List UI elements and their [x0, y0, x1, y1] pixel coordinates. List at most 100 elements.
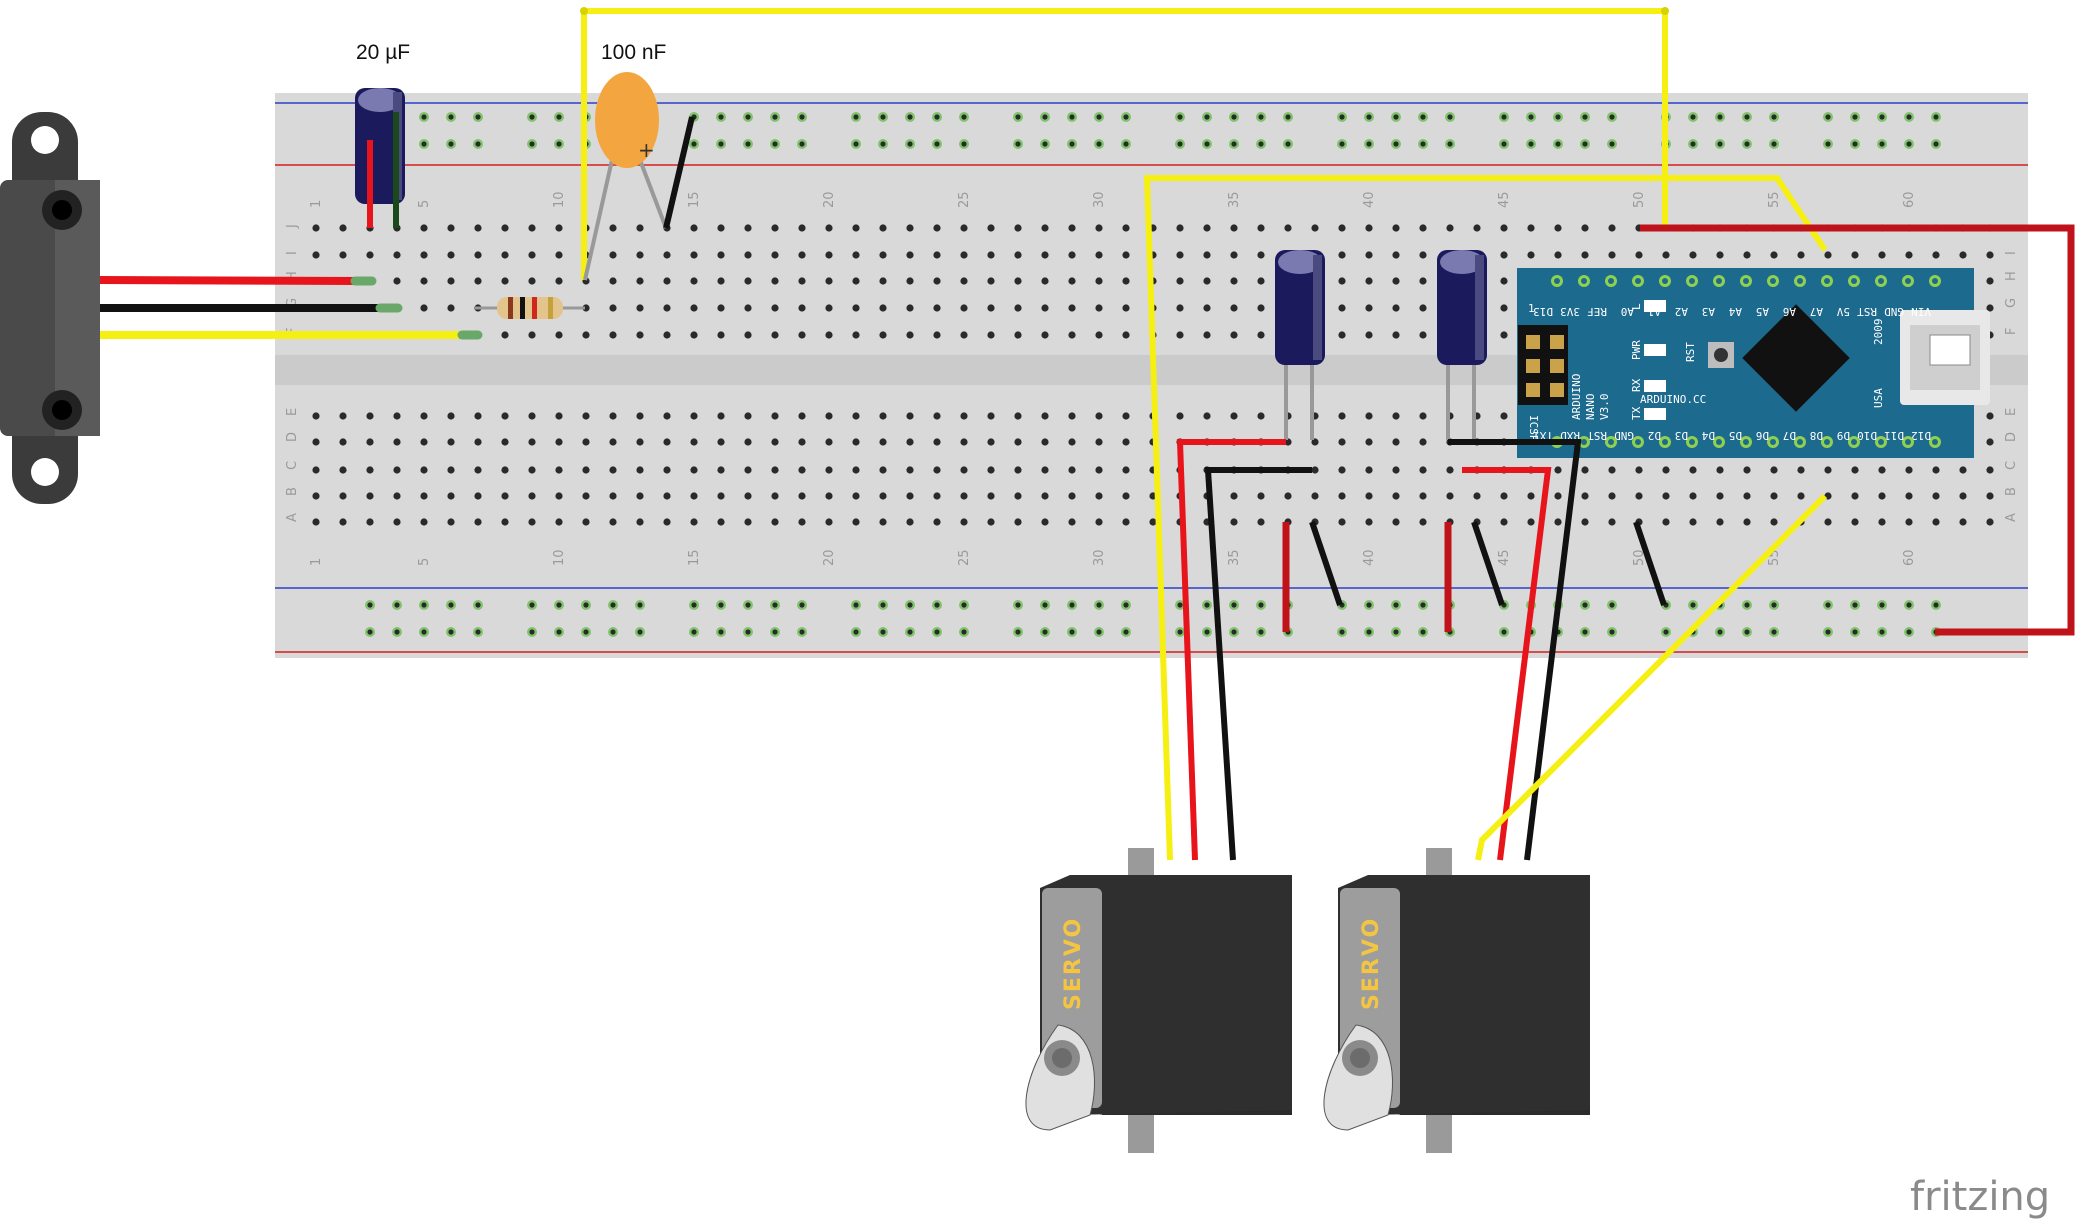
nano-pin-label: A6: [1783, 305, 1796, 318]
column-number-top: 50: [1632, 191, 1647, 208]
servo-motor: SERVO: [1025, 848, 1292, 1153]
wire-yellow-top[interactable]: [581, 8, 1668, 280]
nano-text-version: V3.0: [1598, 394, 1611, 421]
row-letter: G: [2004, 298, 2019, 308]
capacitor-middle-2: [1437, 250, 1487, 440]
wire-yellow-servo2[interactable]: [1475, 493, 1828, 861]
column-number-bottom: 5: [417, 558, 432, 566]
nano-pin-label: D6: [1756, 429, 1769, 442]
capacitor-100nf: 100 nF +: [583, 41, 668, 281]
servo-label: SERVO: [1359, 917, 1384, 1010]
row-letter: D: [2004, 432, 2019, 442]
nano-pin-label: D7: [1783, 429, 1796, 442]
row-letter: F: [2004, 328, 2019, 335]
nano-icsp: ICSP: [1527, 415, 1540, 442]
column-number-bottom: 10: [552, 549, 567, 566]
row-letter: E: [2004, 408, 2019, 416]
nano-pin-label: A7: [1810, 305, 1823, 318]
column-number-top: 35: [1227, 191, 1242, 208]
row-letter: I: [285, 251, 300, 255]
wire-red-servo1[interactable]: [1176, 439, 1286, 861]
nano-pin-label: D9: [1837, 429, 1850, 442]
label-100nf: 100 nF: [601, 41, 666, 64]
nano-pin-label: D4: [1701, 429, 1715, 442]
nano-pin-label: A4: [1728, 305, 1742, 318]
column-number-bottom: 45: [1497, 549, 1512, 566]
nano-pin-label: TX1: [1533, 429, 1553, 442]
wire-black-servo2[interactable]: [1448, 439, 1582, 861]
servos: SERVO SERVO: [1025, 848, 1590, 1153]
column-number-bottom: 15: [687, 549, 702, 566]
nano-pin-label: 3V3: [1560, 305, 1580, 318]
nano-rst: RST: [1684, 342, 1697, 362]
wire-yellow-servo1[interactable]: [1143, 175, 1828, 861]
row-letter: J: [285, 224, 300, 229]
row-letter: A: [2004, 513, 2019, 522]
row-letter: H: [2004, 271, 2019, 281]
column-number-bottom: 30: [1092, 549, 1107, 566]
column-number-bottom: 60: [1902, 549, 1917, 566]
jumper-black-3[interactable]: [1633, 521, 1667, 606]
nano-pin-label: RXD: [1560, 429, 1580, 442]
nano-text-nano: NANO: [1584, 394, 1597, 421]
ir-distance-sensor: [0, 112, 100, 504]
column-number-bottom: 20: [822, 549, 837, 566]
column-number-top: 15: [687, 191, 702, 208]
wire-darkred-power[interactable]: [1640, 224, 2075, 636]
jumper-black-1[interactable]: [1309, 521, 1343, 606]
column-number-top: 40: [1362, 191, 1377, 208]
nano-pin-label: 5V: [1836, 305, 1850, 318]
nano-cc: ARDUINO.CC: [1640, 393, 1706, 406]
column-number-bottom: 1: [309, 558, 324, 566]
column-number-top: 10: [552, 191, 567, 208]
nano-pin-label: A2: [1675, 305, 1688, 318]
column-number-bottom: 35: [1227, 549, 1242, 566]
nano-pin-label: A0: [1621, 305, 1634, 318]
capacitor-20uf: 20 µF: [355, 41, 410, 228]
jumper-black-2[interactable]: [1471, 521, 1505, 606]
column-number-top: 30: [1092, 191, 1107, 208]
nano-led-l: L: [1630, 303, 1643, 310]
capacitor-middle-1: [1275, 250, 1325, 440]
nano-led-rx: RX: [1630, 378, 1643, 392]
nano-led-pwr: PWR: [1630, 340, 1643, 360]
row-letter: D: [285, 432, 300, 442]
row-letter: A: [285, 513, 300, 522]
nano-pin-label: RST: [1857, 305, 1877, 318]
nano-pin-label: GND: [1884, 305, 1904, 318]
nano-pin-label: D5: [1729, 429, 1742, 442]
label-20uf: 20 µF: [356, 41, 410, 64]
nano-pin-label: D8: [1810, 429, 1823, 442]
nano-pin-label: D11: [1884, 429, 1904, 442]
nano-pin-label: GND: [1614, 429, 1634, 442]
row-letter: I: [2004, 251, 2019, 255]
nano-pin-label: REF: [1587, 305, 1607, 318]
nano-pin-label: A3: [1702, 305, 1715, 318]
fritzing-logo: fritzing: [1910, 1174, 2050, 1220]
row-letter: G: [285, 298, 300, 308]
nano-pin-label: D12: [1911, 429, 1931, 442]
nano-pin-label: VIN: [1911, 305, 1931, 318]
nano-led-tx: TX: [1630, 406, 1643, 420]
nano-pin-label: RST: [1587, 429, 1607, 442]
column-number-top: 5: [417, 200, 432, 208]
column-number-top: 1: [309, 200, 324, 208]
column-number-top: 25: [957, 191, 972, 208]
column-number-top: 60: [1902, 191, 1917, 208]
wire-sensor-red[interactable]: [99, 276, 361, 285]
column-number-top: 55: [1767, 191, 1782, 208]
row-letter: E: [285, 408, 300, 416]
wire-red-servo2[interactable]: [1462, 467, 1552, 861]
column-number-bottom: 25: [957, 549, 972, 566]
nano-usa: USA: [1872, 388, 1885, 408]
servo-label: SERVO: [1061, 917, 1086, 1010]
row-letter: B: [2004, 487, 2019, 496]
row-letter: H: [285, 271, 300, 281]
wire-black-cap-jumper[interactable]: [663, 116, 695, 229]
wire-black-servo1[interactable]: [1204, 467, 1312, 861]
nano-year: 2009: [1872, 319, 1885, 346]
